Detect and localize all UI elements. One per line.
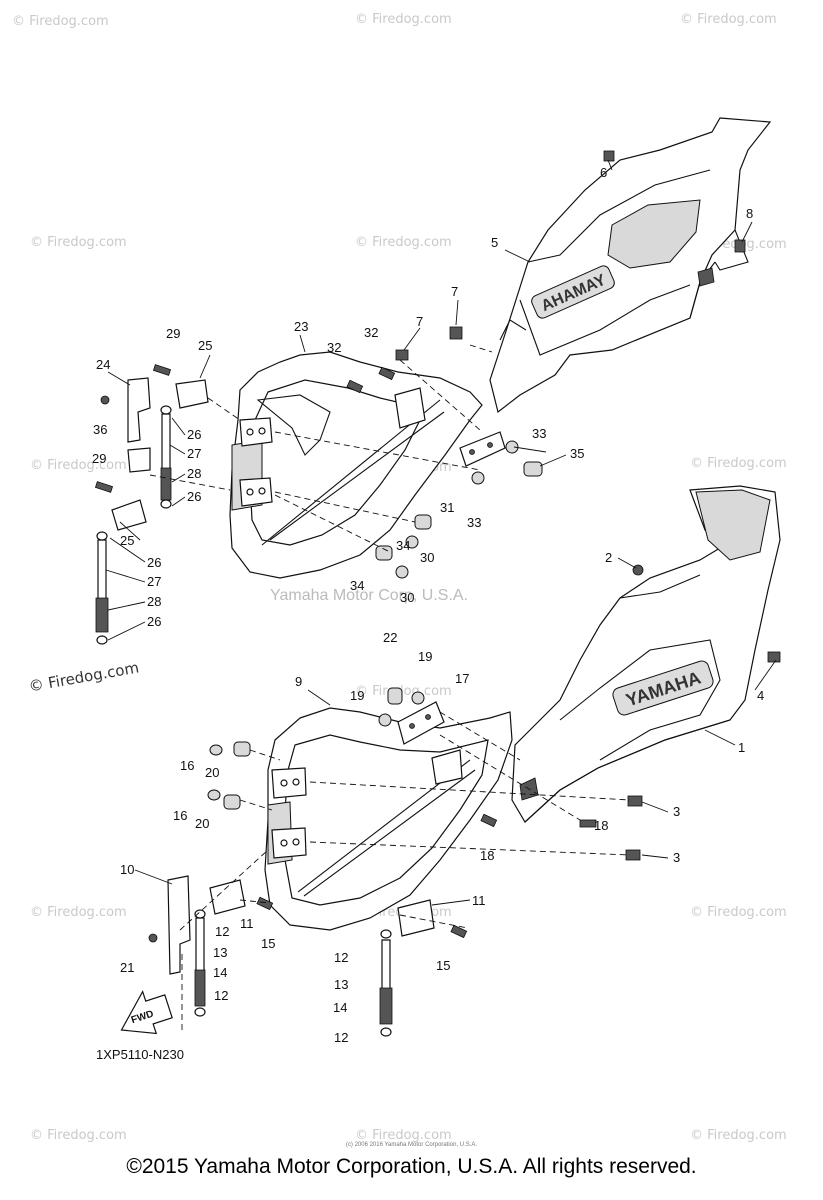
- upper-latch-31: [459, 431, 506, 467]
- callout: 30: [420, 550, 434, 565]
- tiny-credit: (c) 2006 2016 Yamaha Motor Corporation, …: [345, 1142, 478, 1148]
- callout: 28: [147, 594, 161, 609]
- watermark: © Firedog.com: [30, 1128, 127, 1143]
- callout: 13: [213, 945, 227, 960]
- callout: 15: [261, 936, 275, 951]
- callout: 16: [173, 808, 187, 823]
- callout: 10: [120, 862, 134, 877]
- lower-door-frame: [264, 707, 513, 931]
- center-credit: Yamaha Motor Corp, U.S.A.: [270, 587, 468, 604]
- callout: 19: [418, 649, 432, 664]
- watermark: © Firedog.com: [690, 456, 787, 471]
- callout: 11: [240, 916, 254, 931]
- callout: 27: [147, 574, 161, 589]
- lower-latch-17: [397, 701, 445, 745]
- lower-hinge-assembly: [167, 875, 435, 1037]
- callout: 32: [364, 325, 378, 340]
- watermark: © Firedog.com: [355, 1128, 452, 1143]
- callout: 23: [294, 319, 308, 334]
- callout: 12: [334, 950, 348, 965]
- callout: 3: [673, 850, 680, 865]
- callout: 7: [416, 314, 423, 329]
- callout: 12: [334, 1030, 348, 1045]
- callout: 20: [205, 765, 219, 780]
- callout: 13: [334, 977, 348, 992]
- callout: 25: [198, 338, 212, 353]
- watermark: © Firedog.com: [30, 458, 127, 473]
- callout: 26: [147, 614, 161, 629]
- callout: 5: [491, 235, 498, 250]
- callout: 24: [96, 357, 110, 372]
- callout: 12: [214, 988, 228, 1003]
- watermark: © Firedog.com: [12, 14, 109, 29]
- watermark: © Firedog.com: [30, 905, 127, 920]
- fwd-arrow: FWD: [120, 990, 173, 1035]
- callout: 25: [120, 533, 134, 548]
- callout: 7: [451, 284, 458, 299]
- watermark: © Firedog.com: [355, 684, 452, 699]
- callout: 26: [187, 489, 201, 504]
- watermark: © Firedog.com: [30, 235, 127, 250]
- callout: 18: [594, 818, 608, 833]
- callout: 29: [166, 326, 180, 341]
- upper-bolts: [94, 150, 746, 579]
- callout-leaders: [105, 159, 777, 906]
- watermark: © Firedog.com: [355, 235, 452, 250]
- upper-door-frame: [229, 351, 483, 579]
- callout: 31: [440, 500, 454, 515]
- watermark: © Firedog.com: [680, 12, 777, 27]
- callout: 30: [400, 590, 414, 605]
- callout: 22: [383, 630, 397, 645]
- callout: 15: [436, 958, 450, 973]
- callout: 34: [396, 538, 410, 553]
- diagram-code: 1XP5110-N230: [96, 1047, 184, 1062]
- callout: 21: [120, 960, 134, 975]
- callout: 8: [746, 206, 753, 221]
- callout: 3: [673, 804, 680, 819]
- callout: 6: [600, 165, 607, 180]
- callout: 26: [187, 427, 201, 442]
- callout: 28: [187, 466, 201, 481]
- callout: 9: [295, 674, 302, 689]
- callout: 11: [472, 893, 486, 908]
- callout: 36: [93, 422, 107, 437]
- callout: 35: [570, 446, 584, 461]
- callout: 4: [757, 688, 764, 703]
- callout: 16: [180, 758, 194, 773]
- callout: 33: [467, 515, 481, 530]
- callout: 1: [738, 740, 745, 755]
- callout: 12: [215, 924, 229, 939]
- copyright-footer: ©2015 Yamaha Motor Corporation, U.S.A. A…: [126, 1155, 697, 1178]
- watermark: © Firedog.com: [355, 12, 452, 27]
- callout: 27: [187, 446, 201, 461]
- lower-bolts: [148, 564, 781, 943]
- upper-hinge-assembly: [95, 377, 209, 645]
- callout: 14: [213, 965, 227, 980]
- callout: 20: [195, 816, 209, 831]
- watermark: © Firedog.com: [690, 1128, 787, 1143]
- callout: 26: [147, 555, 161, 570]
- callout: 19: [350, 688, 364, 703]
- upper-side-panel: [489, 117, 772, 414]
- leader-lines: [149, 344, 631, 1030]
- callout: 18: [480, 848, 494, 863]
- callout: 32: [327, 340, 341, 355]
- callouts: 1 2 3 3 4 5 6 7 7 8 9 10 11 11 12 12 12 …: [92, 165, 764, 1045]
- callout: 17: [455, 671, 469, 686]
- callout: 2: [605, 550, 612, 565]
- lower-side-panel: [511, 485, 781, 823]
- callout: 34: [350, 578, 364, 593]
- callout: 14: [333, 1000, 347, 1015]
- callout: 29: [92, 451, 106, 466]
- watermark: © Firedog.com: [690, 905, 787, 920]
- callout: 33: [532, 426, 546, 441]
